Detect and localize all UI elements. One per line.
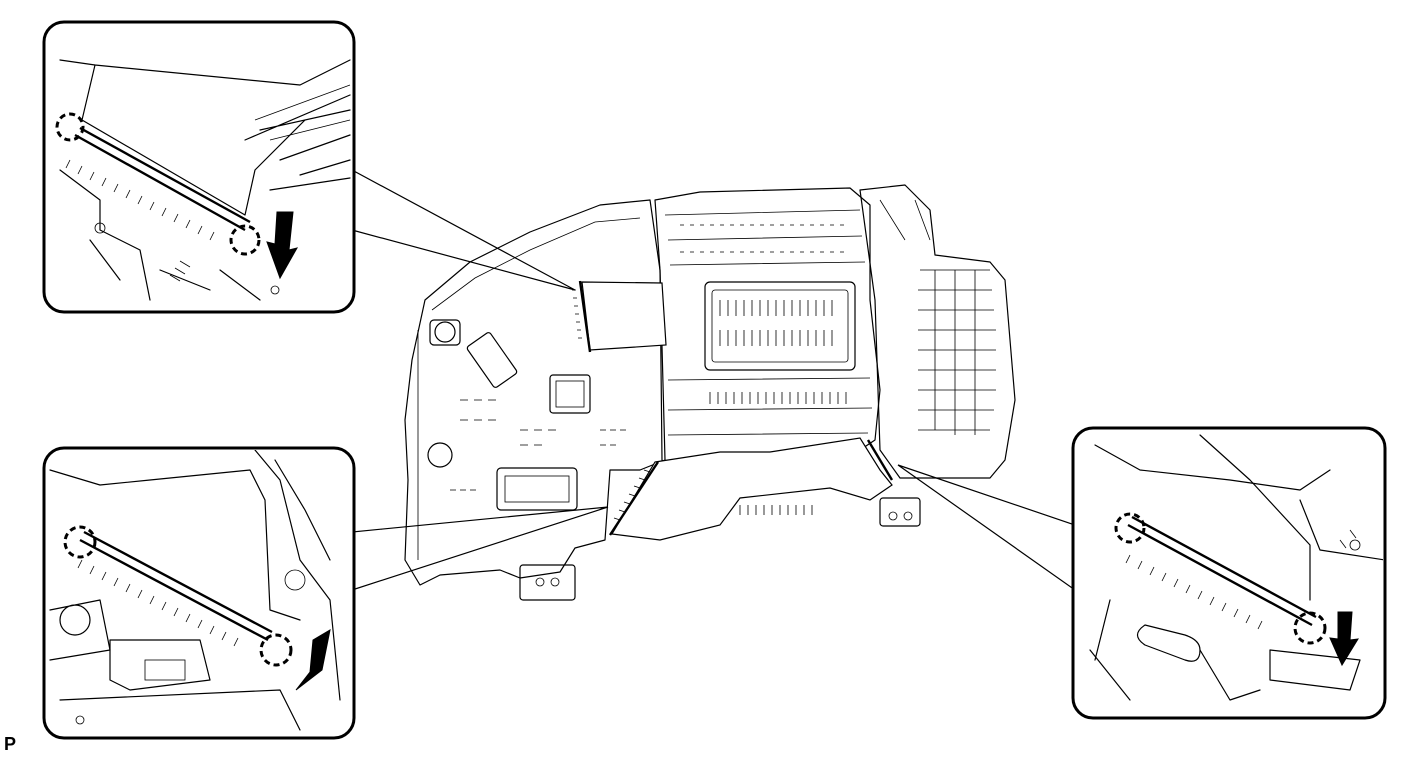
leader-lower-left: [351, 506, 609, 591]
corner-code-label: P: [4, 734, 17, 754]
clip-circle: [1293, 611, 1327, 645]
clip-circle: [63, 525, 97, 559]
press-arrow-icon: [266, 211, 299, 280]
housing: [654, 187, 881, 469]
flat-cable-lower: [611, 437, 893, 541]
meter-assembly: [404, 184, 1016, 601]
lower-left-detail: [42, 446, 356, 740]
press-arrow-icon: [295, 629, 331, 691]
right-gauge-block: [859, 184, 1016, 479]
circuit-board: [404, 199, 666, 586]
connector-socket: [496, 467, 578, 511]
clip-circle: [55, 112, 85, 142]
clip-circle: [229, 224, 261, 256]
display-window: [704, 281, 856, 371]
chip: [549, 374, 591, 414]
clip-circle: [259, 633, 293, 667]
press-arrow-icon: [1329, 611, 1359, 667]
leader-lines: [351, 168, 1076, 592]
flat-cable-upper: [581, 281, 667, 351]
right-detail: [1071, 426, 1387, 720]
clip-circle: [1114, 512, 1146, 544]
leader-upper-left: [351, 168, 576, 291]
upper-left-detail: [42, 20, 356, 314]
leader-right: [897, 464, 1076, 592]
